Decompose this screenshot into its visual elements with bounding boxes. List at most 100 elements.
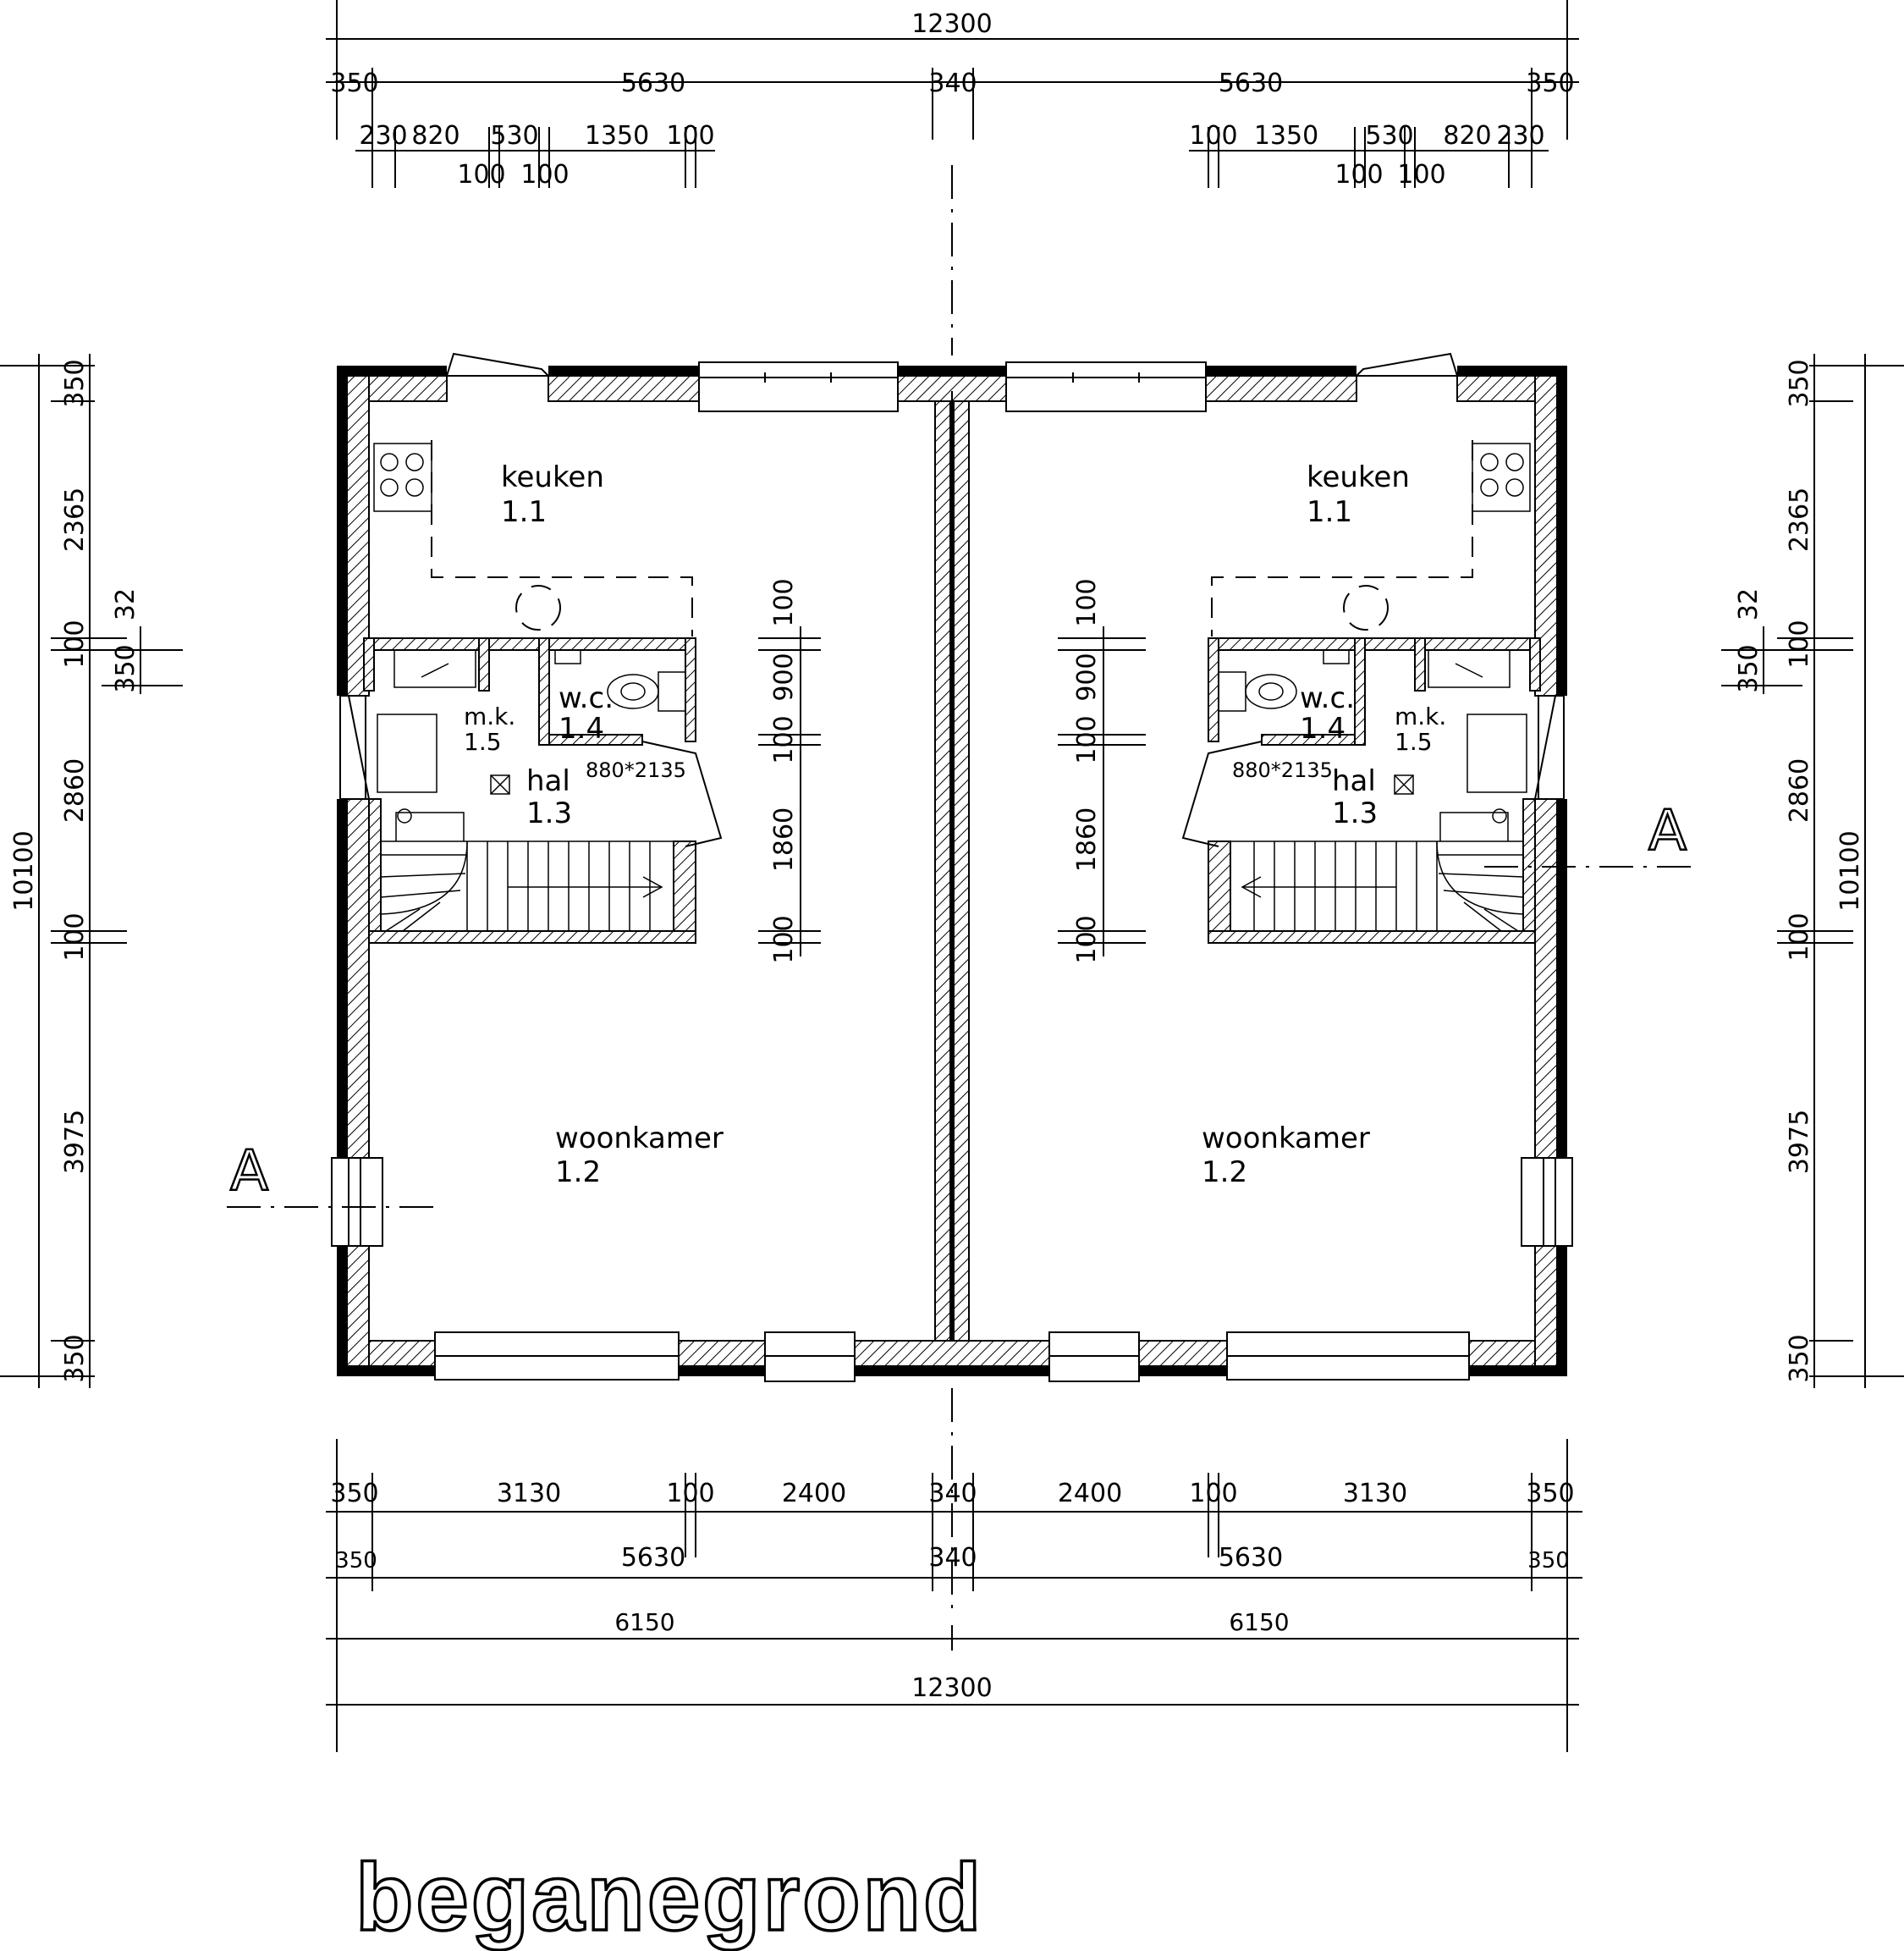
bot-r2-0: 350 (335, 1548, 377, 1573)
top-r3l-1: 100 (520, 160, 569, 190)
right-keuken-num: 1.1 (1307, 495, 1352, 529)
inner-l-0: 100 (769, 578, 799, 626)
shaft-icon-right (1394, 774, 1414, 795)
toilet-icon-left (554, 649, 686, 712)
right-door-size: 880*2135 (1232, 758, 1333, 782)
top-r2l-4: 100 (666, 121, 714, 151)
bot-r1-8: 350 (1526, 1479, 1574, 1508)
left-woonkamer-num: 1.2 (555, 1155, 601, 1189)
top-r1-1: 5630 (621, 69, 685, 98)
right-woonkamer-num: 1.2 (1202, 1155, 1247, 1189)
shaft-icon-left (490, 774, 510, 795)
bot-r3-0: 6150 (614, 1608, 674, 1636)
top-r1-2: 340 (928, 69, 977, 98)
section-mark-left: A (227, 1138, 433, 1208)
left-hal-label: hal (526, 764, 570, 798)
top-r2r-0: 100 (1189, 121, 1237, 151)
left-hal-num: 1.3 (526, 796, 572, 830)
bot-r1-2: 100 (666, 1479, 714, 1508)
top-r3r-1: 100 (1397, 160, 1445, 190)
top-r3r-0: 100 (1334, 160, 1383, 190)
lamp-right (1343, 585, 1389, 631)
building: keuken 1.1 woonkamer 1.2 hal 1.3 w.c. 1.… (331, 352, 1573, 1382)
top-r2l-0: 230 (359, 121, 407, 151)
inner-dims-left: 100 900 100 1860 100 (758, 578, 821, 964)
right-seg-6: 3975 (1785, 1110, 1814, 1174)
bot-r2-2: 340 (928, 1543, 977, 1573)
stair-right (1230, 808, 1524, 932)
bot-r1-3: 2400 (782, 1479, 846, 1508)
left-extra-dim: 32 (111, 588, 140, 620)
right-wc-num: 1.4 (1300, 712, 1345, 746)
left-seg-4: 2860 (60, 758, 90, 823)
top-dimensions: 12300 350 5630 340 5630 350 230 820 530 … (326, 0, 1579, 190)
bot-r1-0: 350 (330, 1479, 378, 1508)
top-total-dim: 12300 (911, 9, 992, 39)
right-dimensions: 10100 350 2365 100 350 2860 100 3975 350… (1721, 354, 1904, 1388)
left-wc-num: 1.4 (559, 712, 604, 746)
bot-r2-4: 350 (1527, 1548, 1570, 1573)
top-r2r-3: 820 (1443, 121, 1491, 151)
left-total-dim: 10100 (9, 830, 39, 911)
top-r1-3: 5630 (1219, 69, 1283, 98)
bot-r1-7: 3130 (1343, 1479, 1407, 1508)
drawing-title: beganegrond (355, 1844, 983, 1950)
right-keuken-label: keuken (1307, 460, 1410, 494)
inner-l-2: 100 (769, 715, 799, 763)
inner-l-4: 100 (769, 915, 799, 963)
right-mk-label: m.k. (1395, 703, 1446, 730)
right-wc-label: w.c. (1300, 681, 1355, 715)
stair-left (380, 808, 674, 932)
section-mark-right: A (1484, 797, 1691, 868)
left-mk-num: 1.5 (464, 728, 502, 756)
left-seg-6: 3975 (60, 1110, 90, 1174)
right-seg-7: 350 (1785, 1334, 1814, 1382)
top-r2r-1: 1350 (1254, 121, 1318, 151)
bot-r1-1: 3130 (497, 1479, 561, 1508)
right-seg-2: 100 (1785, 620, 1814, 668)
left-seg-5: 100 (60, 912, 90, 961)
left-seg-3: 350 (111, 644, 140, 692)
toilet-icon-right (1218, 649, 1350, 712)
left-door-size: 880*2135 (586, 758, 686, 782)
inner-r-3: 1860 (1072, 807, 1102, 872)
left-seg-7: 350 (60, 1334, 90, 1382)
right-mk-num: 1.5 (1395, 728, 1433, 756)
right-hal-num: 1.3 (1332, 796, 1378, 830)
right-seg-4: 2860 (1785, 758, 1814, 823)
right-seg-5: 100 (1785, 912, 1814, 961)
section-label-right: A (1648, 798, 1687, 863)
bot-r3-1: 6150 (1229, 1608, 1289, 1636)
top-r1-4: 350 (1526, 69, 1574, 98)
bot-total-dim: 12300 (911, 1673, 992, 1703)
left-seg-1: 2365 (60, 488, 90, 552)
top-r3l-0: 100 (457, 160, 505, 190)
bot-r1-5: 2400 (1058, 1479, 1122, 1508)
right-hal-label: hal (1332, 764, 1376, 798)
left-wc-label: w.c. (559, 681, 614, 715)
right-unit (1181, 440, 1541, 944)
bot-r2-1: 5630 (621, 1543, 685, 1573)
inner-r-2: 100 (1072, 715, 1102, 763)
left-dimensions: 10100 350 2365 100 350 2860 100 3975 350… (0, 354, 183, 1388)
bot-r1-4: 340 (928, 1479, 977, 1508)
right-seg-3: 350 (1734, 644, 1764, 692)
bot-r2-3: 5630 (1219, 1543, 1283, 1573)
lamp-left (515, 585, 561, 631)
right-seg-1: 2365 (1785, 488, 1814, 552)
inner-l-3: 1860 (769, 807, 799, 872)
bot-r1-6: 100 (1189, 1479, 1237, 1508)
hob-icon-left (373, 443, 432, 512)
inner-r-1: 900 (1072, 653, 1102, 701)
left-keuken-label: keuken (501, 460, 604, 494)
section-label-left: A (230, 1138, 268, 1204)
top-r1-0: 350 (330, 69, 378, 98)
top-r2l-2: 530 (490, 121, 538, 151)
left-seg-0: 350 (60, 359, 90, 407)
right-total-dim: 10100 (1835, 830, 1865, 911)
left-keuken-num: 1.1 (501, 495, 547, 529)
right-woonkamer-label: woonkamer (1202, 1122, 1370, 1155)
inner-r-0: 100 (1072, 578, 1102, 626)
top-r2r-2: 530 (1365, 121, 1413, 151)
